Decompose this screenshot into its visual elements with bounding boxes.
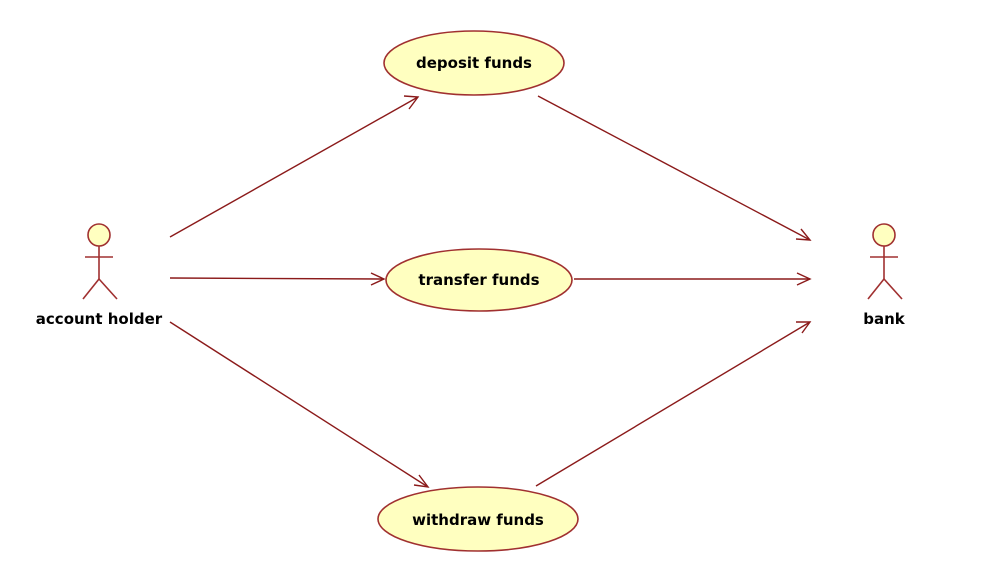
arrowhead-icon [795, 228, 812, 241]
association-withdraw-funds-to-bank [535, 321, 812, 487]
association-deposit-funds-to-bank [537, 95, 812, 241]
actor-label: account holder [36, 310, 163, 328]
use-case-withdraw-funds[interactable]: withdraw funds [377, 486, 579, 552]
association-account-holder-to-withdraw-funds [169, 321, 430, 488]
actor-account-holder[interactable]: account holder [36, 223, 163, 328]
arrowhead-icon [796, 321, 812, 334]
use-case-label: deposit funds [416, 54, 532, 72]
stick-figure-icon [82, 223, 118, 300]
use-case-transfer-funds[interactable]: transfer funds [385, 248, 573, 312]
actor-label: bank [863, 310, 906, 328]
use-case-deposit-funds[interactable]: deposit funds [383, 30, 565, 96]
association-transfer-funds-to-bank [574, 272, 812, 286]
association-account-holder-to-deposit-funds [169, 95, 420, 238]
use-case-label: withdraw funds [412, 511, 544, 529]
arrowhead-icon [370, 272, 386, 286]
use-case-label: transfer funds [418, 271, 539, 289]
arrowhead-icon [403, 95, 420, 110]
arrowhead-icon [413, 474, 430, 488]
associations [169, 95, 812, 488]
stick-figure-icon [867, 223, 903, 300]
arrowhead-icon [796, 272, 812, 286]
actor-bank[interactable]: bank [863, 223, 906, 328]
association-account-holder-to-transfer-funds [169, 272, 386, 286]
